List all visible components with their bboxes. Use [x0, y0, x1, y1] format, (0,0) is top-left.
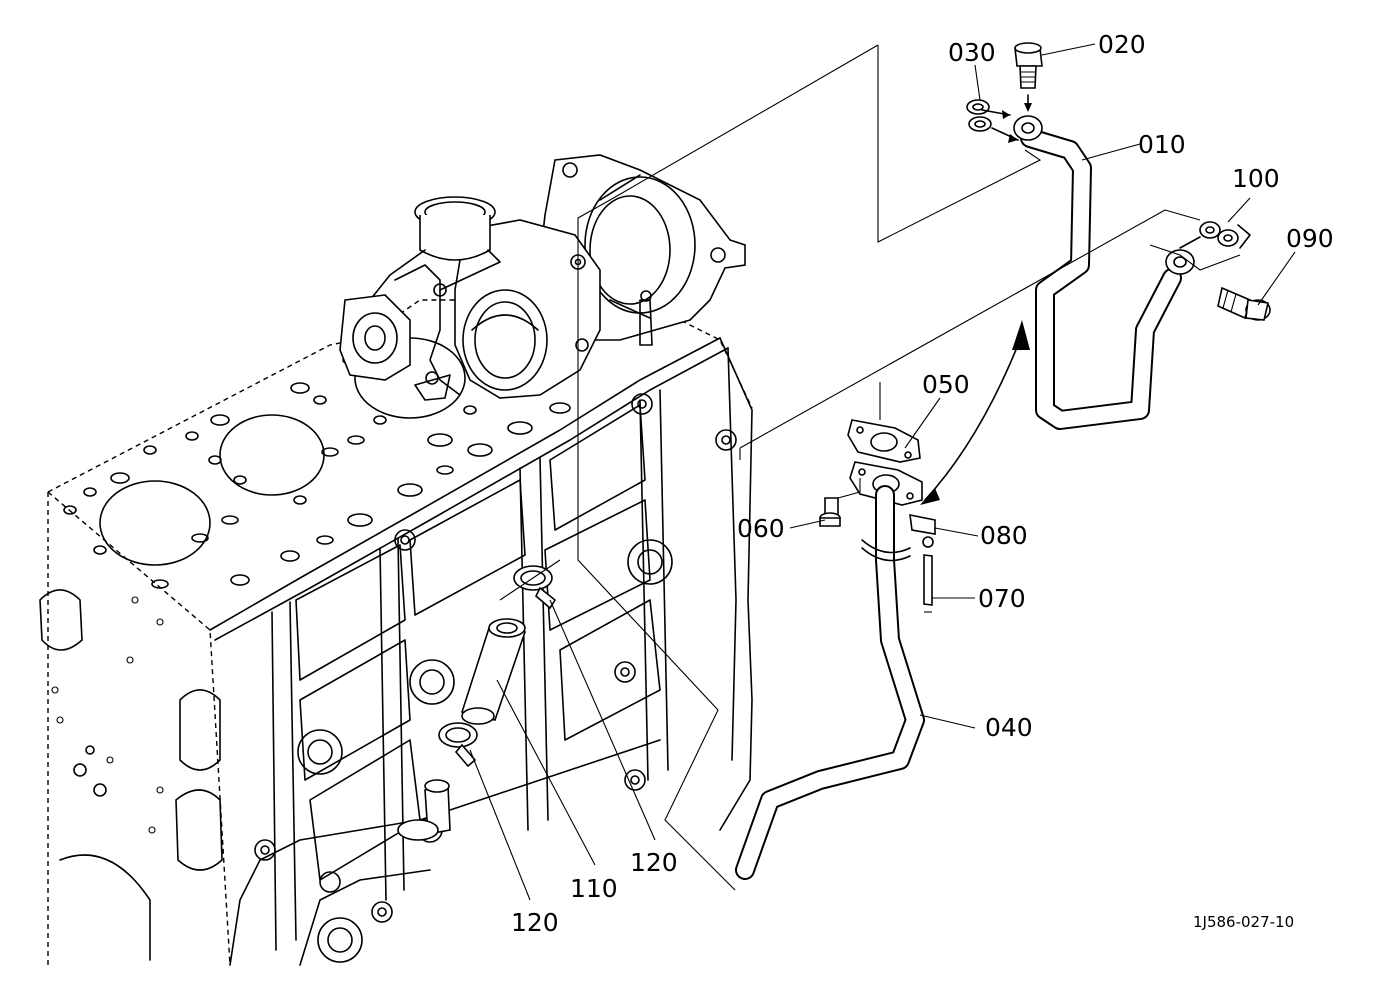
callout-030: 030 — [948, 38, 996, 67]
callout-080: 080 — [980, 521, 1028, 550]
callout-110: 110 — [570, 874, 618, 903]
gaskets-050 — [847, 419, 923, 506]
bolt-060 — [819, 497, 841, 527]
washers-030 — [966, 99, 992, 132]
washers-100 — [1199, 221, 1251, 249]
callout-120-upper: 120 — [630, 848, 678, 877]
callout-040: 040 — [985, 713, 1033, 742]
drawing-reference-code: 1J586-027-10 — [1193, 913, 1295, 931]
banjo-bolt-020 — [1014, 42, 1043, 89]
callout-070: 070 — [978, 584, 1026, 613]
hose-clip-120-lower — [438, 722, 478, 768]
callout-100: 100 — [1232, 164, 1280, 193]
assembly-lines — [469, 43, 1296, 901]
callout-060: 060 — [737, 514, 785, 543]
callout-020: 020 — [1098, 30, 1146, 59]
banjo-bolt-090 — [1217, 286, 1271, 321]
drain-pipe-040 — [735, 485, 936, 880]
oil-pipe-010 — [1013, 115, 1195, 430]
block-oil-return-stub — [397, 779, 451, 841]
deck-holes — [63, 325, 571, 589]
callout-090: 090 — [1286, 224, 1334, 253]
callout-120-lower: 120 — [511, 908, 559, 937]
side-bolt-holes — [51, 596, 164, 834]
turbocharger — [339, 154, 746, 401]
callout-010: 010 — [1138, 130, 1186, 159]
callout-050: 050 — [922, 370, 970, 399]
hose-110 — [460, 618, 527, 725]
